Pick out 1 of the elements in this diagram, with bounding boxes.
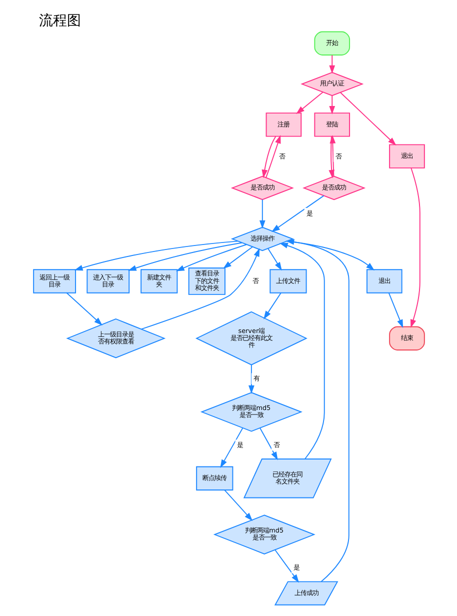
diagram-title: 流程图 xyxy=(38,13,81,30)
